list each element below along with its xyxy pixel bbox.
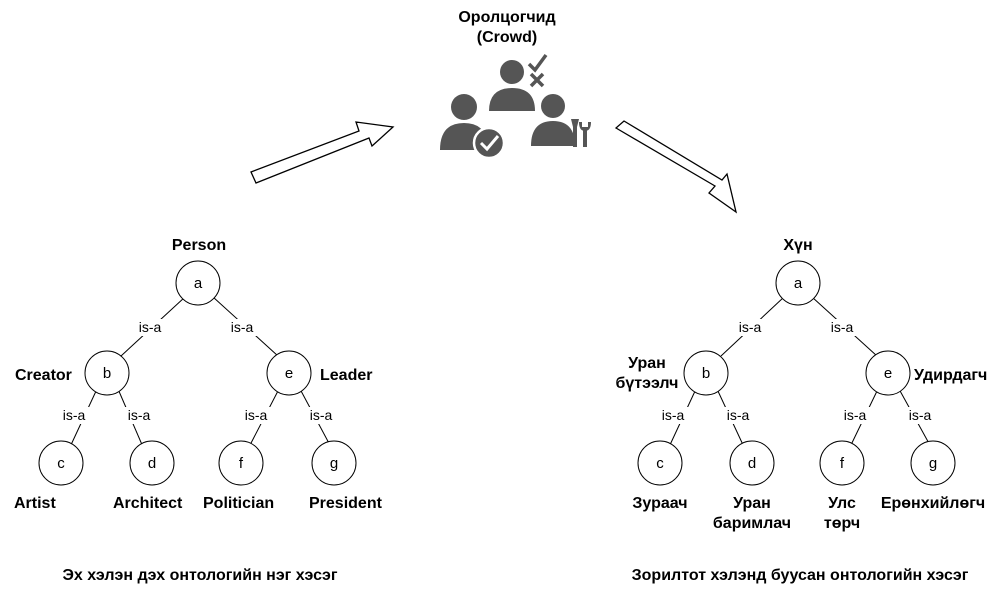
target-node-f bbox=[819, 440, 865, 486]
source-label-person: Person bbox=[172, 237, 226, 254]
target-node-e-id: e bbox=[884, 365, 892, 382]
right-arrow bbox=[614, 120, 738, 214]
target-node-g bbox=[910, 440, 956, 486]
source-label-artist: Artist bbox=[14, 495, 56, 512]
source-node-a-id: a bbox=[194, 275, 203, 292]
source-edge-labels: is-a is-a is-a is-a is-a is-a bbox=[58, 319, 338, 424]
source-node-b bbox=[84, 350, 130, 396]
target-tree: is-a is-a is-a is-a is-a is-a a b e c bbox=[616, 237, 988, 584]
source-node-e bbox=[266, 350, 312, 396]
target-node-b bbox=[683, 350, 729, 396]
target-edge-label-ae: is-a bbox=[831, 319, 854, 335]
source-node-c-id: c bbox=[57, 455, 65, 472]
source-node-g-id: g bbox=[330, 455, 338, 472]
source-node-a bbox=[175, 260, 221, 306]
source-node-d bbox=[129, 440, 175, 486]
source-node-f bbox=[218, 440, 264, 486]
source-nodes bbox=[38, 260, 357, 486]
person-tools-icon bbox=[531, 94, 591, 147]
target-label-erunkhiilugch: Ерөнхийлөгч bbox=[881, 495, 985, 512]
source-caption: Эх хэлэн дэх онтологийн нэг хэсэг bbox=[62, 567, 337, 584]
target-edge-label-ab: is-a bbox=[739, 319, 762, 335]
source-node-b-id: b bbox=[103, 365, 111, 382]
source-node-f-id: f bbox=[239, 455, 244, 472]
person-icon bbox=[489, 60, 535, 111]
target-label-uls-line1: Улс bbox=[828, 495, 856, 512]
target-concept-labels: Хүн Уран бүтээлч Удирдагч Зураач Уран ба… bbox=[616, 237, 988, 532]
target-label-uran-line1: Уран bbox=[628, 355, 666, 372]
source-node-d-id: d bbox=[148, 455, 156, 472]
check-icon bbox=[527, 53, 548, 73]
target-node-c bbox=[637, 440, 683, 486]
target-node-g-id: g bbox=[929, 455, 937, 472]
source-node-g bbox=[311, 440, 357, 486]
edge-label-ef: is-a bbox=[245, 407, 268, 423]
source-label-architect: Architect bbox=[113, 495, 183, 512]
edge-label-ab: is-a bbox=[139, 319, 162, 335]
source-label-leader: Leader bbox=[320, 367, 372, 384]
source-label-president: President bbox=[309, 495, 383, 512]
target-label-udirdagch: Удирдагч bbox=[914, 367, 987, 384]
source-concept-labels: Person Creator Leader Artist Architect P… bbox=[14, 237, 383, 512]
target-node-d-id: d bbox=[748, 455, 756, 472]
target-label-uran-line2: бүтээлч bbox=[616, 375, 679, 392]
crowd-subtitle: (Crowd) bbox=[477, 29, 537, 46]
target-node-a bbox=[775, 260, 821, 306]
target-node-e bbox=[865, 350, 911, 396]
target-label-hun: Хүн bbox=[783, 237, 812, 254]
source-label-creator: Creator bbox=[15, 367, 72, 384]
source-node-ids: a b e c d f g bbox=[57, 275, 338, 472]
edge-label-bc: is-a bbox=[63, 407, 86, 423]
crowd-title: Оролцогчид bbox=[458, 9, 555, 26]
source-tree: is-a is-a is-a is-a is-a is-a a b e c bbox=[14, 237, 383, 584]
target-caption: Зорилтот хэлэнд буусан онтологийн хэсэг bbox=[632, 567, 969, 584]
edge-label-eg: is-a bbox=[310, 407, 333, 423]
target-edge-labels: is-a is-a is-a is-a is-a is-a bbox=[657, 319, 937, 424]
source-node-e-id: e bbox=[285, 365, 293, 382]
left-arrow bbox=[250, 121, 395, 184]
edge-label-ae: is-a bbox=[231, 319, 254, 335]
source-label-politician: Politician bbox=[203, 495, 274, 512]
target-node-ids: a b e c d f g bbox=[656, 275, 937, 472]
person-check-icon bbox=[440, 94, 506, 160]
target-label-uran-barimalch-line1: Уран bbox=[733, 495, 771, 512]
crowd-group: Оролцогчид (Crowd) bbox=[440, 9, 591, 160]
edge-label-bd: is-a bbox=[128, 407, 151, 423]
cross-icon bbox=[529, 72, 545, 88]
target-edge-label-eg: is-a bbox=[909, 407, 932, 423]
target-node-b-id: b bbox=[702, 365, 710, 382]
target-edge-label-bd: is-a bbox=[727, 407, 750, 423]
target-node-c-id: c bbox=[656, 455, 664, 472]
target-nodes bbox=[637, 260, 956, 486]
target-node-f-id: f bbox=[840, 455, 845, 472]
target-edge-label-bc: is-a bbox=[662, 407, 685, 423]
target-label-uran-barimalch-line2: баримлач bbox=[713, 515, 791, 532]
target-node-d bbox=[729, 440, 775, 486]
source-node-c bbox=[38, 440, 84, 486]
target-node-a-id: a bbox=[794, 275, 803, 292]
target-edge-label-ef: is-a bbox=[844, 407, 867, 423]
target-label-uls-line2: төрч bbox=[824, 515, 860, 532]
target-label-zuraach: Зураач bbox=[632, 495, 687, 512]
